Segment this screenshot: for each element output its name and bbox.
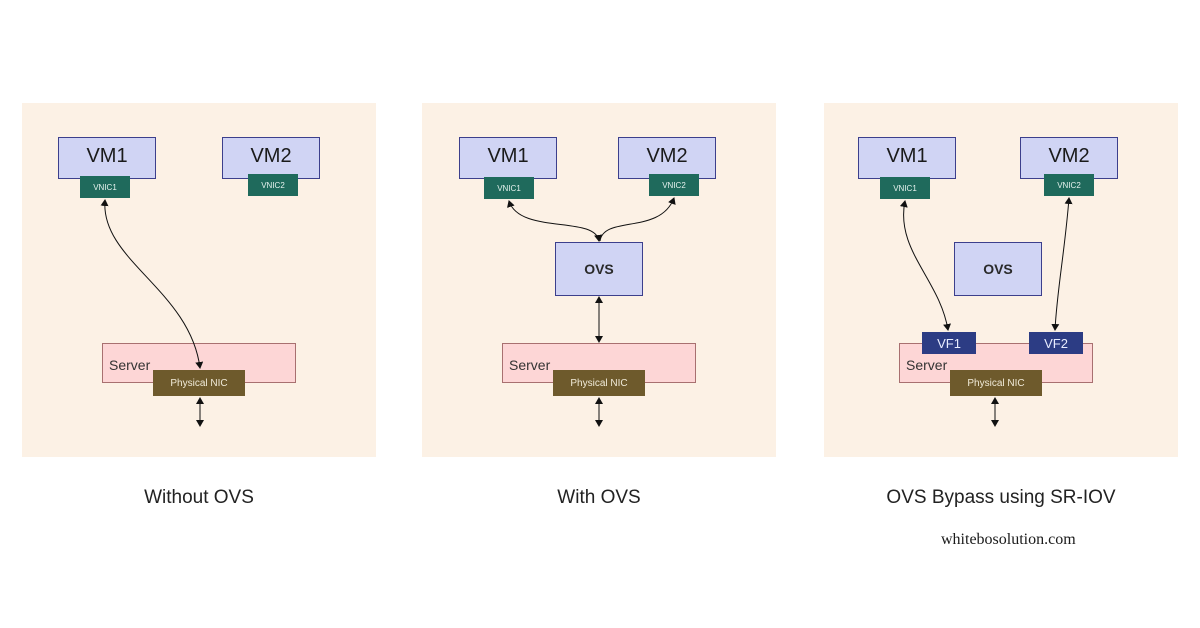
vnic1-box: VNIC1	[80, 176, 130, 198]
vm1-box: VM1	[858, 137, 956, 179]
caption-with-ovs: With OVS	[557, 487, 641, 508]
server-label: Server	[509, 357, 551, 373]
vm2-box: VM2	[1020, 137, 1118, 179]
vm1-box: VM1	[58, 137, 156, 179]
vf2-box: VF2	[1029, 332, 1083, 354]
server-label: Server	[906, 357, 948, 373]
vf1-box: VF1	[922, 332, 976, 354]
caption-ovs-bypass: OVS Bypass using SR-IOV	[886, 487, 1116, 508]
watermark: whitebosolution.com	[941, 531, 1076, 548]
vnic2-box: VNIC2	[1044, 174, 1094, 196]
physical-nic-box: Physical NIC	[950, 370, 1042, 396]
vm2-box: VM2	[222, 137, 320, 179]
caption-without-ovs: Without OVS	[144, 487, 254, 508]
ovs-box: OVS	[555, 242, 643, 296]
vnic2-box: VNIC2	[248, 174, 298, 196]
vnic1-box: VNIC1	[880, 177, 930, 199]
vm2-box: VM2	[618, 137, 716, 179]
vm1-box: VM1	[459, 137, 557, 179]
physical-nic-box: Physical NIC	[553, 370, 645, 396]
vnic2-box: VNIC2	[649, 174, 699, 196]
vnic1-box: VNIC1	[484, 177, 534, 199]
server-label: Server	[109, 357, 151, 373]
ovs-box: OVS	[954, 242, 1042, 296]
physical-nic-box: Physical NIC	[153, 370, 245, 396]
